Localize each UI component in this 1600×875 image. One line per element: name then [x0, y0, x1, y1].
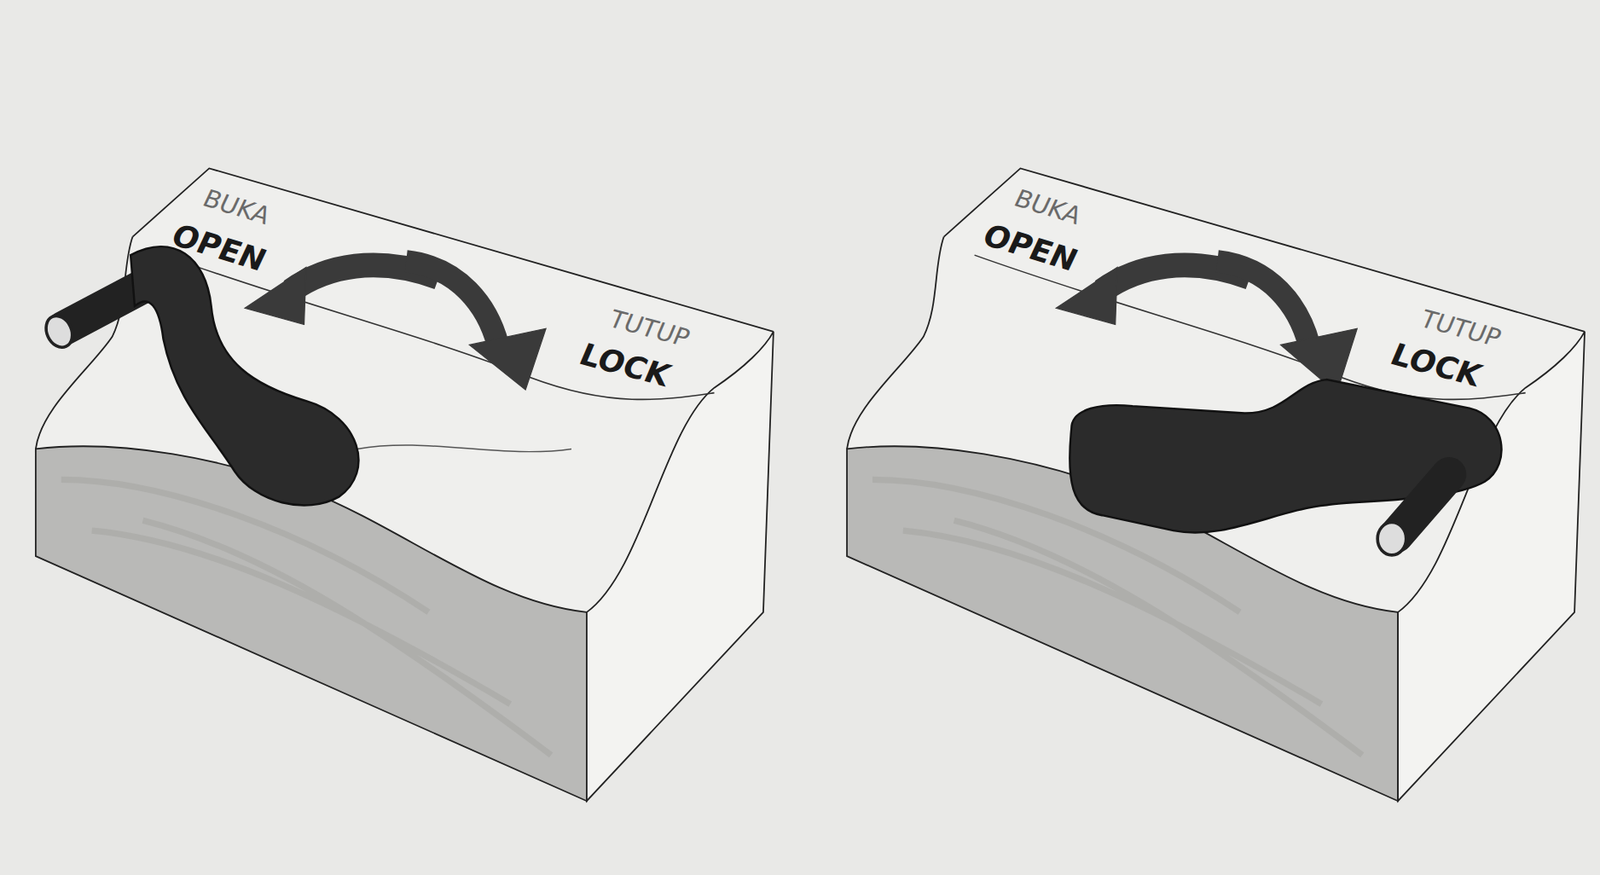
- label-text: TUTUP: [605, 307, 694, 351]
- label-text: OPEN: [166, 220, 271, 276]
- label-text: TUTUP: [1416, 307, 1505, 351]
- label-text: OPEN: [977, 220, 1082, 276]
- label-text: BUKA: [199, 185, 275, 228]
- label-text: LOCK: [1385, 339, 1486, 392]
- label-text: BUKA: [1010, 185, 1086, 228]
- label-text: LOCK: [574, 339, 675, 392]
